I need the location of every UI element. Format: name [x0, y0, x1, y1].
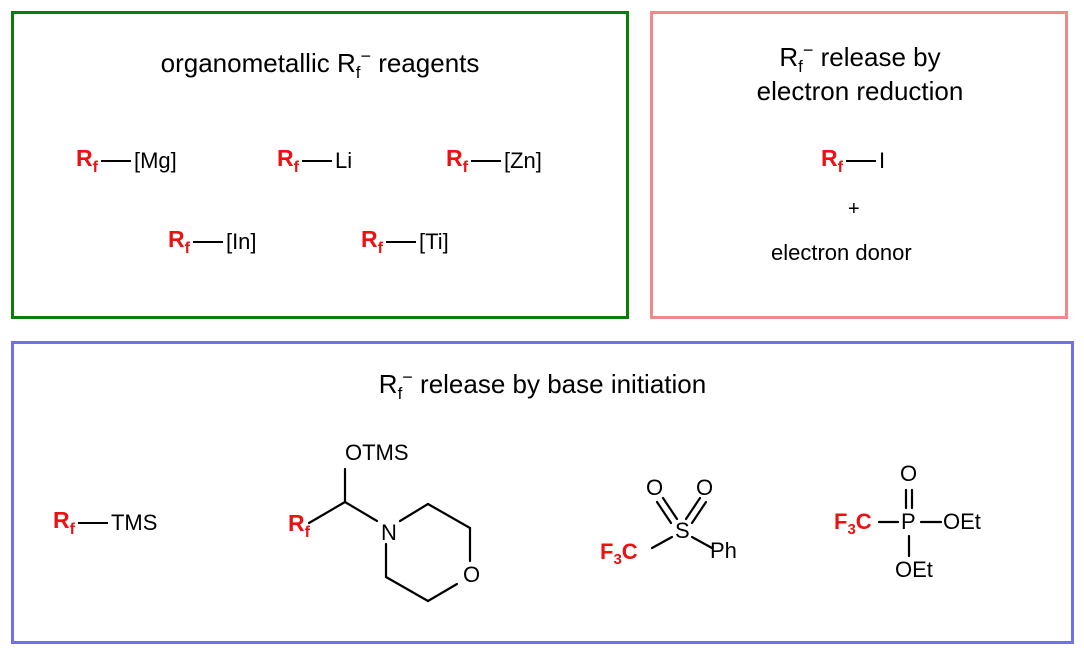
bond-c-n	[343, 500, 379, 523]
ethoxy-right-label: OEt	[943, 509, 981, 534]
phosphorus-label: P	[901, 509, 916, 534]
base-title: Rf− release by base initiation	[378, 367, 707, 403]
rf-zn-reagent: Rf[Zn]	[446, 145, 542, 176]
phenyl-label: Ph	[710, 538, 737, 563]
rf-label: Rf	[361, 226, 383, 257]
bond	[192, 241, 223, 243]
rf-label: Rf	[446, 145, 468, 176]
bond-o1-s-b	[661, 496, 679, 521]
oxygen-label: O	[463, 562, 481, 587]
base-initiation-panel	[11, 341, 1074, 644]
otms-label: OTMS	[345, 440, 409, 465]
bond	[100, 160, 131, 162]
bond	[470, 160, 501, 162]
bond-ch2c-ch2d	[384, 575, 430, 603]
bond-ch2a-ch2b	[426, 502, 472, 530]
bond-o2-s-a	[684, 496, 702, 521]
ethoxy-bottom-label: OEt	[895, 557, 933, 582]
rf-label: Rf	[168, 226, 190, 257]
bond	[845, 160, 876, 162]
bond-o1-s-a	[655, 500, 673, 525]
bond-c-s	[650, 535, 674, 550]
sulfonyl-oxygen-1: O	[646, 475, 664, 500]
rf-label: Rf	[821, 145, 843, 176]
plus-sign: +	[848, 198, 860, 220]
rf-label: Rf	[288, 510, 310, 541]
bond-o2-s-b	[690, 500, 708, 525]
rf-label: Rf	[76, 145, 98, 176]
rf-ti-reagent: Rf[Ti]	[361, 226, 449, 257]
reduction-title: Rf− release by electron reduction	[756, 40, 964, 106]
electron-reduction-panel	[650, 11, 1068, 319]
rf-in-reagent: Rf[In]	[168, 226, 257, 257]
organometallic-title: organometallic Rf− reagents	[160, 46, 480, 82]
bond	[77, 522, 108, 524]
sulfur-label: S	[675, 518, 690, 543]
phosphoryl-oxygen: O	[900, 461, 918, 486]
bond-rf-c	[307, 500, 347, 525]
bond-n-ch2a	[398, 502, 430, 523]
cf3-label: F3C	[834, 509, 872, 538]
bond	[301, 160, 332, 162]
bond-s-ph	[690, 535, 714, 550]
electron-donor-label: electron donor	[771, 240, 912, 265]
cf3-label: F3C	[600, 539, 638, 568]
bond	[385, 241, 416, 243]
sulfonyl-oxygen-2: O	[696, 475, 714, 500]
rf-label: Rf	[53, 507, 75, 538]
bond-o-ch2c	[426, 582, 459, 603]
nitrogen-label: N	[381, 520, 397, 545]
rf-label: Rf	[277, 145, 299, 176]
rf-mg-reagent: Rf[Mg]	[76, 145, 177, 176]
organometallic-reagents-panel	[11, 11, 629, 319]
